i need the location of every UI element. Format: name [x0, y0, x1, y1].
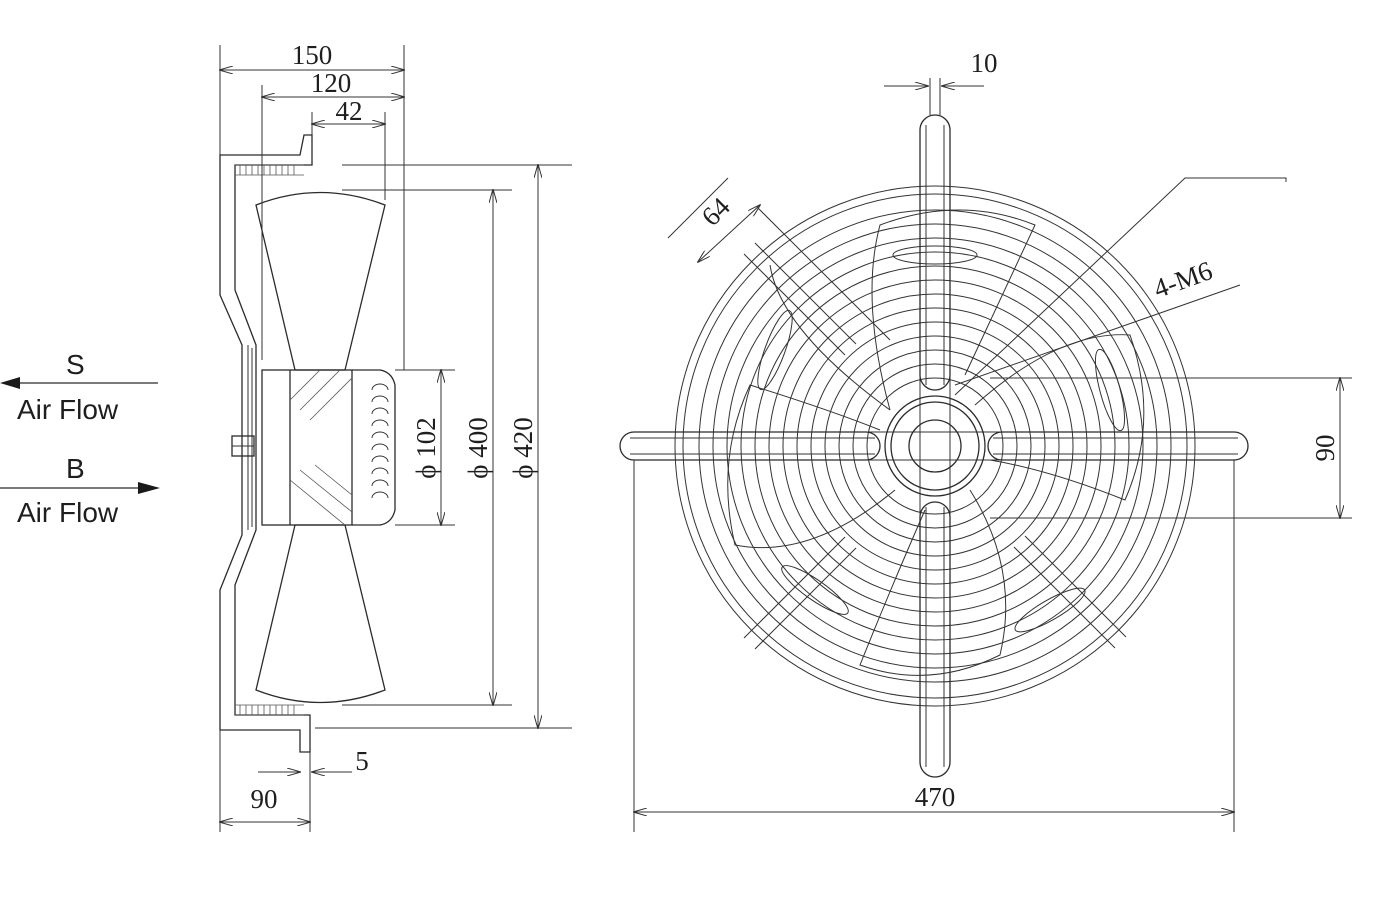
grill-teeth-top — [235, 164, 304, 176]
grill-teeth-bottom — [235, 704, 304, 716]
fan-blades — [727, 209, 1145, 676]
dim-90-side: 90 — [251, 784, 278, 814]
blowing-arrow-icon — [138, 482, 160, 494]
dim-120: 120 — [311, 68, 352, 98]
dim-phi-400: ϕ 400 — [463, 417, 493, 478]
mounting-arms — [619, 114, 1249, 778]
shaft-bore — [908, 419, 962, 473]
dim-64: 64 — [695, 191, 736, 232]
center-hub-outer — [884, 395, 986, 497]
front-view: 10 64 4-M6 90 470 — [619, 48, 1352, 832]
airflow-legend: S Air Flow B Air Flow — [0, 349, 160, 528]
center-hub — [890, 401, 980, 491]
dim-42: 42 — [336, 96, 363, 126]
blade-bottom — [255, 524, 386, 704]
side-view: 150 120 42 ϕ 102 ϕ 400 ϕ 420 5 90 — [220, 40, 572, 832]
guard-rings — [674, 185, 1196, 707]
dim-90-front: 90 — [1310, 435, 1340, 462]
motor-hub — [261, 369, 353, 526]
dim-150: 150 — [292, 40, 333, 70]
suction-flow-label: Air Flow — [17, 394, 119, 425]
suction-letter: S — [66, 349, 85, 380]
dim-phi-102: ϕ 102 — [411, 417, 441, 478]
dim-5: 5 — [355, 746, 369, 776]
hub-hatching — [289, 370, 352, 525]
motor-fins — [371, 383, 389, 499]
dim-phi-420: ϕ 420 — [508, 417, 538, 478]
leader-line-m6 — [954, 284, 1241, 386]
motor-rear-cap — [352, 369, 396, 526]
blowing-letter: B — [66, 453, 85, 484]
dim-470: 470 — [915, 782, 956, 812]
mounting-plate — [219, 134, 313, 753]
dim-10: 10 — [971, 48, 998, 78]
suction-arrow-icon — [0, 377, 20, 389]
blade-top — [255, 191, 386, 371]
leader-line — [954, 177, 1287, 396]
blowing-flow-label: Air Flow — [17, 497, 119, 528]
